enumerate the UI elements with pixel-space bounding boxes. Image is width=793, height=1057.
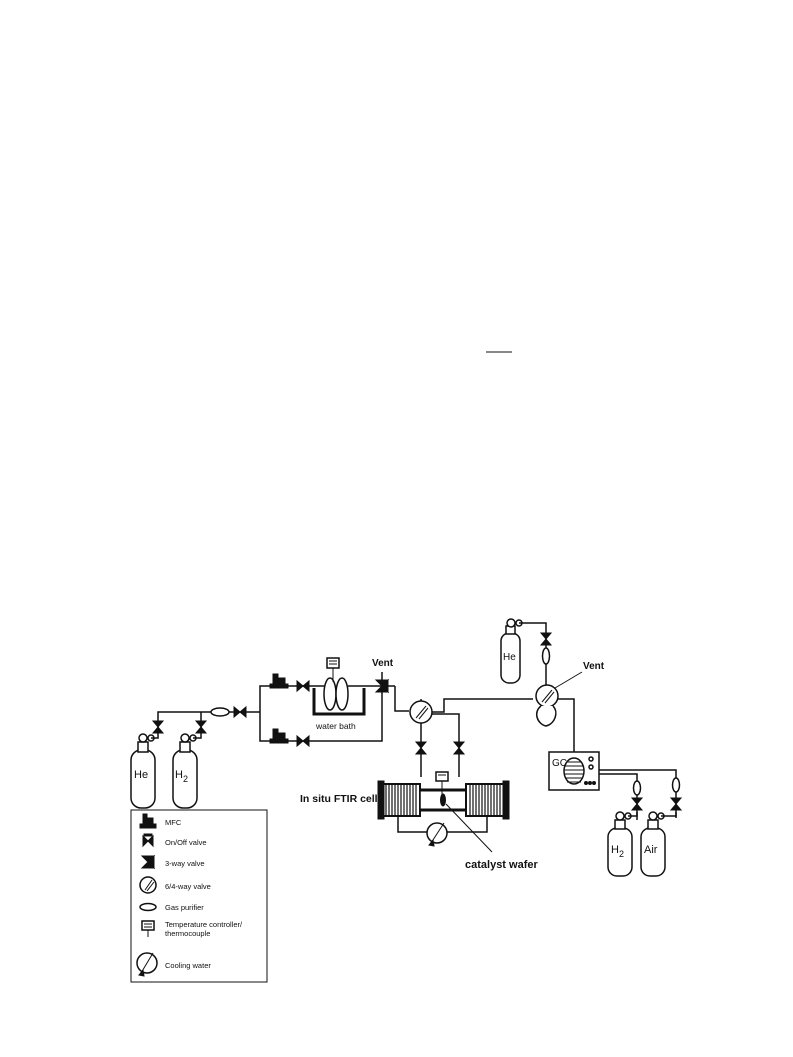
legend-label-temperature-controller: Temperature controller/ <box>165 920 243 929</box>
legend-label-mfc: MFC <box>165 818 182 827</box>
mfc-icon <box>139 813 157 829</box>
gc-label: GC <box>552 758 567 769</box>
gas-purifier-icon <box>210 707 230 717</box>
vent-left-label: Vent <box>372 658 394 669</box>
legend-label-gas-purifier: Gas purifier <box>165 903 204 912</box>
h2-left-label: H <box>175 769 183 781</box>
h2-right-sub: 2 <box>619 849 624 859</box>
he-cylinder-top: He <box>500 618 523 684</box>
mfc-icon <box>269 728 289 744</box>
on-off-valve-icon <box>539 632 553 646</box>
legend: MFC On/Off valve 3-way valve 6/4-way val… <box>130 809 268 983</box>
on-off-valve-icon <box>452 741 466 755</box>
temperature-controller-icon <box>435 771 449 782</box>
water-bath-label: water bath <box>315 721 356 731</box>
svg-text:H2: H2 <box>175 769 188 784</box>
temperature-controller-icon <box>326 657 340 669</box>
gas-purifier-icon <box>541 647 551 665</box>
h2-cylinder-right: H2 <box>607 811 633 877</box>
on-off-valve-icon <box>414 741 428 755</box>
cooling-water-icon <box>426 822 448 847</box>
on-off-valve-icon <box>142 833 154 848</box>
legend-label-six-four-way-valve: 6/4-way valve <box>165 882 211 891</box>
h2-cylinder-left: H2 <box>172 733 198 809</box>
on-off-valve-icon <box>296 734 310 748</box>
svg-text:H2: H2 <box>611 844 624 859</box>
on-off-valve-icon <box>151 720 165 734</box>
gas-purifier-icon <box>632 780 642 796</box>
gc-instrument: GC <box>548 751 600 791</box>
legend-label-on-off-valve: On/Off valve <box>165 838 207 847</box>
temperature-controller-icon <box>141 920 155 937</box>
mfc-icon <box>269 673 289 689</box>
on-off-valve-icon <box>194 720 208 734</box>
cooling-water-icon <box>136 952 158 977</box>
six-four-way-valve-icon <box>535 684 559 708</box>
on-off-valve-icon <box>669 797 683 811</box>
six-four-way-valve-icon <box>409 700 433 724</box>
ftir-cell-label: In situ FTIR cell <box>300 793 378 805</box>
vent-right-label: Vent <box>583 661 605 672</box>
on-off-valve-icon <box>296 679 310 693</box>
he-cylinder-left: He <box>130 733 156 809</box>
ftir-cell <box>377 771 510 820</box>
six-four-way-valve-icon <box>139 876 157 894</box>
legend-label-cooling-water: Cooling water <box>165 961 211 970</box>
catalyst-wafer-label: catalyst wafer <box>465 859 538 871</box>
h2-right-label: H <box>611 844 619 856</box>
three-way-valve-icon <box>140 854 156 870</box>
air-label: Air <box>644 844 658 856</box>
gas-purifier-icon <box>671 777 681 793</box>
legend-label-three-way-valve: 3-way valve <box>165 859 205 868</box>
on-off-valve-icon <box>630 797 644 811</box>
on-off-valve-icon <box>233 705 247 719</box>
he-left-label: He <box>134 769 148 781</box>
air-cylinder: Air <box>640 811 666 877</box>
water-bath: water bath <box>309 657 372 731</box>
he-top-label: He <box>503 652 516 663</box>
gas-purifier-icon <box>139 902 157 912</box>
h2-left-sub: 2 <box>183 774 188 784</box>
legend-label-thermocouple: thermocouple <box>165 929 210 938</box>
